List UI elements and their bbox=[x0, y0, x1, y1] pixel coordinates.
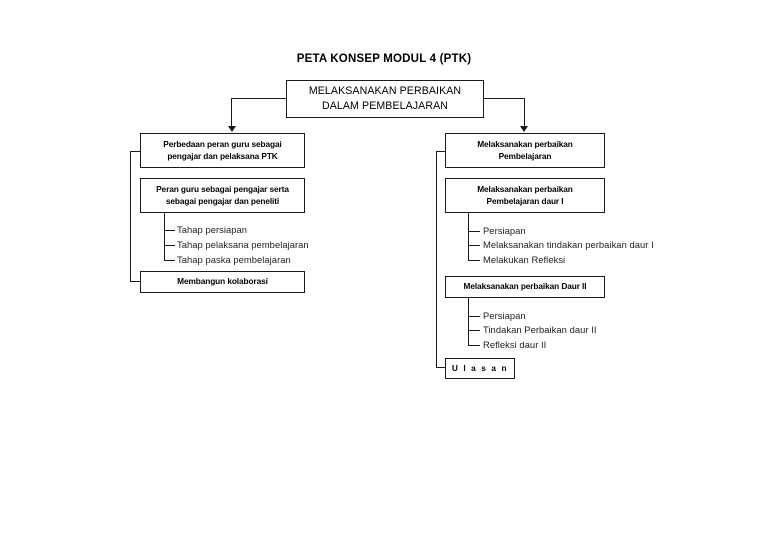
left-leaf-tick-2 bbox=[164, 245, 175, 247]
daur-1-leaf-tick-1 bbox=[468, 231, 480, 233]
node-perbedaan-peran-guru-line-1: Perbedaan peran guru sebagai bbox=[163, 139, 282, 150]
node-ulasan: U l a s a n bbox=[445, 358, 515, 379]
arrow-root-to-left-branch bbox=[227, 126, 236, 132]
left-branch-spine bbox=[130, 151, 132, 282]
node-perbedaan-peran-guru: Perbedaan peran guru sebagai pengajar da… bbox=[140, 133, 305, 168]
leaf-daur-2-tindakan-perbaikan: Tindakan Perbaikan daur II bbox=[483, 324, 597, 335]
right-branch-spine bbox=[436, 151, 438, 368]
node-ulasan-label: U l a s a n bbox=[451, 362, 509, 373]
arrow-root-to-right-branch bbox=[520, 126, 528, 132]
daur-1-leaf-tree-spine bbox=[468, 213, 470, 261]
node-melaksanakan-perbaikan-pembelajaran-line-1: Melaksanakan perbaikan bbox=[477, 139, 573, 150]
leaf-tahap-pelaksana-pembelajaran: Tahap pelaksana pembelajaran bbox=[177, 239, 309, 250]
left-branch-spine-bottom-stub bbox=[130, 281, 141, 283]
page-title: PETA KONSEP MODUL 4 (PTK) bbox=[296, 53, 472, 65]
left-branch-spine-top-stub bbox=[130, 151, 141, 153]
node-perbedaan-peran-guru-line-2: pengajar dan pelaksana PTK bbox=[167, 150, 278, 161]
daur-2-leaf-tick-3 bbox=[468, 345, 480, 347]
node-peran-guru-sebagai-pengajar-peneliti: Peran guru sebagai pengajar serta sebaga… bbox=[140, 178, 305, 213]
node-melaksanakan-perbaikan-pembelajaran-daur-1: Melaksanakan perbaikan Pembelajaran daur… bbox=[445, 178, 605, 213]
node-membangun-kolaborasi-label: Membangun kolaborasi bbox=[177, 276, 268, 287]
connector-root-left-vertical bbox=[231, 98, 233, 126]
node-melaksanakan-perbaikan-daur-2: Melaksanakan perbaikan Daur II bbox=[445, 276, 605, 298]
daur-2-leaf-tree-spine bbox=[468, 298, 470, 346]
node-daur-1-line-1: Melaksanakan perbaikan bbox=[477, 184, 573, 195]
daur-1-leaf-tick-2 bbox=[468, 245, 480, 247]
leaf-tahap-persiapan: Tahap persiapan bbox=[177, 224, 248, 235]
leaf-tahap-paska-pembelajaran: Tahap paska pembelajaran bbox=[177, 254, 291, 265]
node-daur-2-label: Melaksanakan perbaikan Daur II bbox=[463, 281, 587, 292]
node-peran-guru-line-1: Peran guru sebagai pengajar serta bbox=[156, 184, 289, 195]
node-membangun-kolaborasi: Membangun kolaborasi bbox=[140, 271, 305, 293]
left-leaf-tree-spine bbox=[164, 213, 166, 261]
daur-2-leaf-tick-2 bbox=[468, 330, 480, 332]
daur-1-leaf-tick-3 bbox=[468, 260, 480, 262]
node-daur-1-line-2: Pembelajaran daur I bbox=[486, 195, 564, 206]
leaf-daur-1-melakukan-refleksi: Melakukan Refleksi bbox=[483, 254, 566, 265]
daur-2-leaf-tick-1 bbox=[468, 316, 480, 318]
node-peran-guru-line-2: sebagai pengajar dan peneliti bbox=[165, 195, 280, 206]
right-branch-spine-bottom-stub bbox=[436, 367, 446, 369]
root-node-line-1: MELAKSANAKAN PERBAIKAN bbox=[308, 85, 462, 98]
left-leaf-tick-1 bbox=[164, 230, 175, 232]
connector-root-left-horizontal bbox=[231, 98, 287, 100]
leaf-daur-2-refleksi: Refleksi daur II bbox=[483, 339, 547, 350]
connector-root-right-vertical bbox=[523, 98, 525, 126]
leaf-daur-1-melaksanakan-tindakan: Melaksanakan tindakan perbaikan daur I bbox=[483, 239, 654, 250]
left-leaf-tick-3 bbox=[164, 260, 175, 262]
right-branch-spine-top-stub bbox=[436, 151, 446, 153]
leaf-daur-1-persiapan: Persiapan bbox=[483, 225, 526, 236]
root-node-line-2: DALAM PEMBELAJARAN bbox=[321, 100, 449, 112]
root-node-melaksanakan-perbaikan-dalam-pembelajaran: MELAKSANAKAN PERBAIKAN DALAM PEMBELAJARA… bbox=[286, 80, 484, 118]
connector-root-right-horizontal bbox=[483, 98, 525, 100]
leaf-daur-2-persiapan: Persiapan bbox=[483, 310, 526, 321]
node-melaksanakan-perbaikan-pembelajaran: Melaksanakan perbaikan Pembelajaran bbox=[445, 133, 605, 168]
node-melaksanakan-perbaikan-pembelajaran-line-2: Pembelajaran bbox=[498, 150, 552, 161]
